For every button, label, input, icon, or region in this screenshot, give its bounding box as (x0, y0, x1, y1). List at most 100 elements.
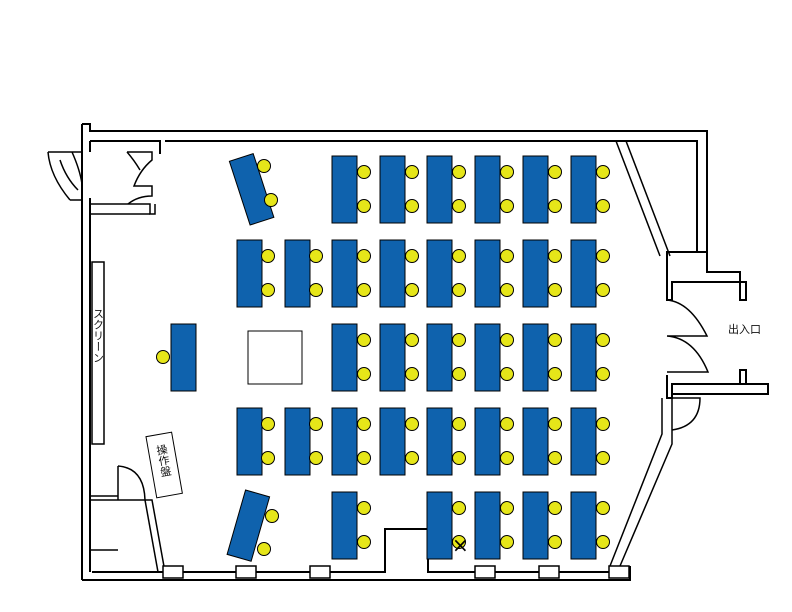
desk-left-3 (236, 407, 275, 476)
desk-top (379, 407, 406, 476)
chair-bottom (596, 283, 610, 297)
chair-bottom (405, 451, 419, 465)
chair-bottom (500, 367, 514, 381)
chair-top (261, 249, 275, 263)
chair-top (405, 249, 419, 263)
desk-top (426, 155, 453, 224)
desk-layout (156, 152, 610, 562)
desk-top (474, 155, 501, 224)
chair-top (500, 249, 514, 263)
desk-r3-c2 (379, 323, 419, 392)
chair-bottom (257, 542, 271, 556)
chair-bottom (596, 535, 610, 549)
desk-top (570, 491, 597, 560)
desk-r3-c5 (522, 323, 562, 392)
desk-top (331, 239, 358, 308)
desk-top (236, 407, 263, 476)
desk-top (474, 491, 501, 560)
desk-top (331, 407, 358, 476)
chair-top (452, 249, 466, 263)
chair-bottom (452, 367, 466, 381)
desk-top (226, 489, 271, 562)
desk-r2-c4 (474, 239, 514, 308)
chair-bottom (261, 283, 275, 297)
desk-r5-c5 (522, 491, 562, 560)
desk-top (570, 323, 597, 392)
desk-r4-c2 (379, 407, 419, 476)
chair-bottom (548, 199, 562, 213)
chair-top (405, 165, 419, 179)
desk-r1-c4 (474, 155, 514, 224)
desk-top (474, 239, 501, 308)
chair-top (257, 159, 271, 173)
desk-top (331, 155, 358, 224)
desk-r5-c4 (474, 491, 514, 560)
desk-top (522, 491, 549, 560)
desk-top (522, 323, 549, 392)
chair-bottom (357, 535, 371, 549)
desk-top (236, 239, 263, 308)
chair-bottom (548, 451, 562, 465)
desk-tilted-bottom (226, 489, 271, 562)
chair-bottom (264, 193, 278, 207)
chair-top (596, 501, 610, 515)
chair-bottom (357, 283, 371, 297)
desk-r5-c1 (331, 491, 371, 560)
chair-top (309, 417, 323, 431)
chair-bottom (357, 451, 371, 465)
desk-top (474, 323, 501, 392)
desk-r2-c3 (426, 239, 466, 308)
chair-bottom (500, 451, 514, 465)
chair-bottom (500, 283, 514, 297)
chair-bottom (452, 199, 466, 213)
desk-top (522, 407, 549, 476)
chair-top (309, 249, 323, 263)
desk-top (522, 155, 549, 224)
door-entrance (666, 299, 710, 373)
desk-tilted-top (228, 152, 275, 226)
chair-top (452, 501, 466, 515)
chair-bottom (548, 283, 562, 297)
door-top-left-outer (47, 151, 83, 201)
desk-top (379, 239, 406, 308)
desk-top (331, 323, 358, 392)
desk-top (426, 407, 453, 476)
chair-bottom (548, 535, 562, 549)
chair-top (548, 165, 562, 179)
desk-r5-c6 (570, 491, 610, 560)
x-mark: × (452, 533, 469, 557)
chair-bottom (596, 199, 610, 213)
desk-r5-c3 (426, 491, 466, 560)
desk-top (570, 155, 597, 224)
desk-r1-c1 (331, 155, 371, 224)
chair-bottom (596, 451, 610, 465)
desk-top (570, 239, 597, 308)
entrance-label: 出入口 (728, 322, 761, 336)
chair-bottom (548, 367, 562, 381)
door-bottom-left (117, 465, 146, 501)
chair-top (548, 333, 562, 347)
desk-r2-c6 (570, 239, 610, 308)
chair-bottom (452, 535, 466, 549)
door-top-left-inner (127, 151, 153, 205)
chair-top (452, 333, 466, 347)
desk-top (426, 323, 453, 392)
chair-top (548, 249, 562, 263)
desk-top (570, 407, 597, 476)
control-panel (145, 431, 183, 499)
chair-top (500, 333, 514, 347)
desk-r4-c5 (522, 407, 562, 476)
screen-label: スクリーン (92, 308, 105, 363)
desk-lone (156, 323, 197, 392)
chair-top (405, 333, 419, 347)
chair-bottom (596, 367, 610, 381)
doors (47, 151, 710, 501)
desk-top (228, 152, 275, 226)
chair-top (265, 509, 279, 523)
chair-top (596, 165, 610, 179)
chair-bottom (452, 283, 466, 297)
desk-top (331, 491, 358, 560)
desk-r4-c6 (570, 407, 610, 476)
desk-r1-c5 (522, 155, 562, 224)
chair-top (357, 501, 371, 515)
